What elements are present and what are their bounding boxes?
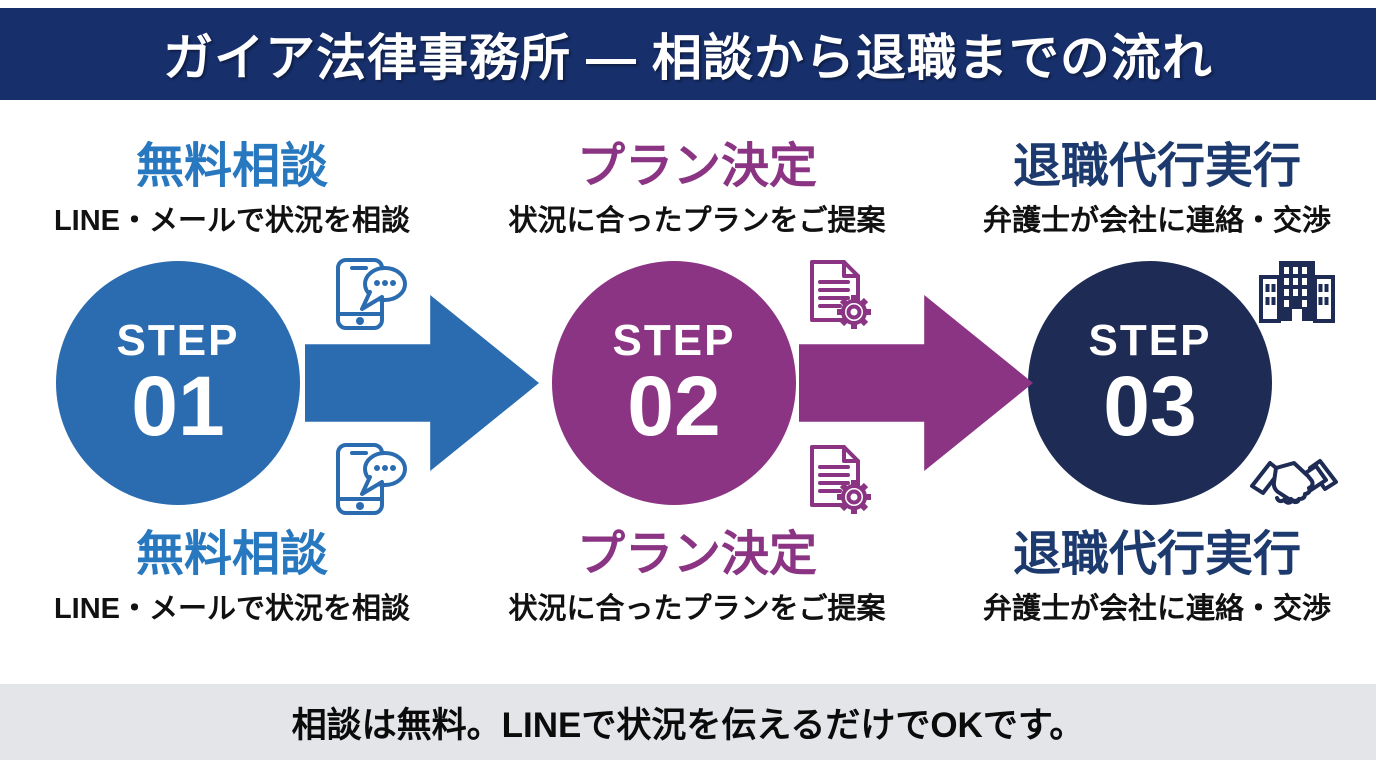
- step3-bottom-label: 退職代行実行 弁護士が会社に連絡・交渉: [897, 526, 1376, 628]
- step3-subtitle-bottom: 弁護士が会社に連絡・交渉: [982, 593, 1331, 625]
- document-gear-icon: [810, 445, 871, 514]
- step3-title: 退職代行実行: [1012, 140, 1301, 193]
- document-gear-icon: [810, 260, 871, 329]
- step2-subtitle-bottom: 状況に合ったプランをご提案: [508, 593, 886, 625]
- header-bar: ガイア法律事務所 ― 相談から退職までの流れ: [0, 8, 1376, 100]
- step3-word: STEP: [1088, 316, 1212, 366]
- step2-title: プラン決定: [576, 140, 817, 193]
- step1-subtitle: LINE・メールで状況を相談: [53, 205, 411, 237]
- step1-circle: STEP 01: [56, 261, 300, 505]
- step1-top-label: 無料相談 LINE・メールで状況を相談: [0, 138, 492, 240]
- step1-subtitle-bottom: LINE・メールで状況を相談: [53, 593, 411, 625]
- step1-number: 01: [131, 359, 225, 454]
- step2-subtitle: 状況に合ったプランをご提案: [508, 205, 886, 237]
- step3-top-label: 退職代行実行 弁護士が会社に連絡・交渉: [897, 138, 1376, 240]
- footer-note: 相談は無料。LINEで状況を伝えるだけでOKです。: [291, 705, 1085, 745]
- step3-subtitle: 弁護士が会社に連絡・交渉: [982, 205, 1331, 237]
- step1-title: 無料相談: [135, 140, 328, 193]
- step1-word: STEP: [116, 316, 240, 366]
- step3-number: 03: [1103, 359, 1197, 454]
- step2-bottom-label: プラン決定 状況に合ったプランをご提案: [437, 526, 957, 628]
- step2-top-label: プラン決定 状況に合ったプランをご提案: [437, 138, 957, 240]
- handshake-icon: [1250, 459, 1338, 505]
- step1-title-bottom: 無料相談: [135, 528, 328, 581]
- step3-title-bottom: 退職代行実行: [1012, 528, 1301, 581]
- step2-number: 02: [627, 359, 721, 454]
- phone-chat-icon: [336, 443, 407, 515]
- step1-bottom-label: 無料相談 LINE・メールで状況を相談: [0, 526, 492, 628]
- page-title: ガイア法律事務所 ― 相談から退職までの流れ: [163, 30, 1213, 86]
- step2-circle: STEP 02: [552, 261, 796, 505]
- step2-title-bottom: プラン決定: [576, 528, 817, 581]
- building-icon: [1259, 261, 1335, 323]
- footer-bar: 相談は無料。LINEで状況を伝えるだけでOKです。: [0, 684, 1376, 760]
- phone-chat-icon: [336, 258, 407, 330]
- step2-word: STEP: [612, 316, 736, 366]
- step3-circle: STEP 03: [1028, 261, 1272, 505]
